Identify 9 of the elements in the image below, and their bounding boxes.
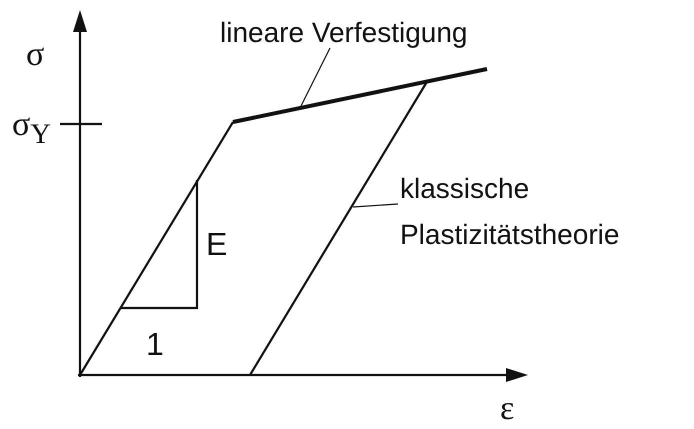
yield-stress-symbol: σ$_{Y}$ [12, 108, 51, 150]
annotation-text: klassische Plastizitätstheorie [400, 166, 690, 258]
slope-unit-label: 1 [146, 328, 164, 360]
strain-symbol: ε [500, 392, 514, 426]
leader-line [352, 203, 398, 208]
modulus-label: E [206, 228, 228, 260]
leader-line [299, 48, 331, 108]
annotation-text: lineare Verfestigung [220, 10, 560, 56]
stress-symbol: σ [26, 38, 44, 72]
